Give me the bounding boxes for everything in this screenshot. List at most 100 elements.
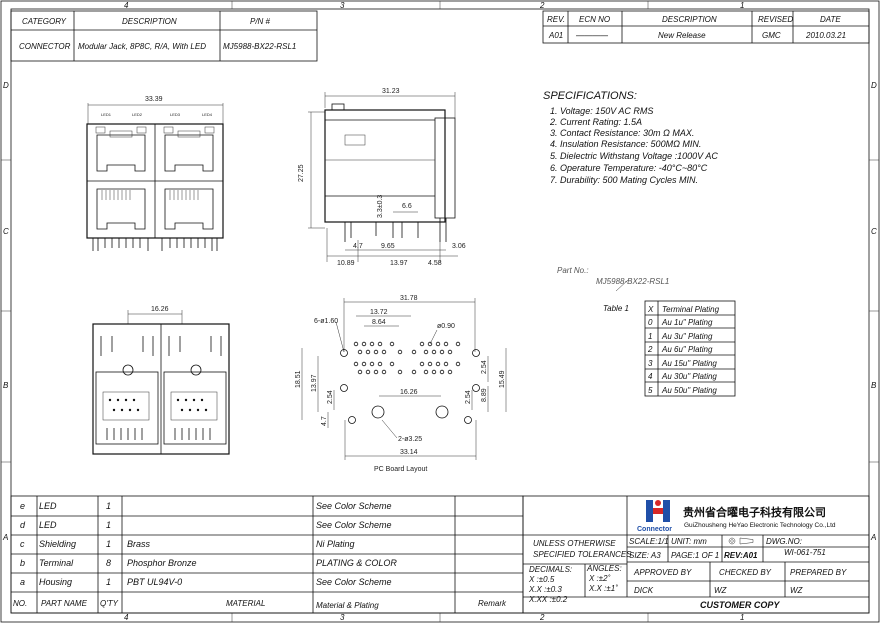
- pcb-width-dim: 31.78: [400, 295, 418, 302]
- bom-header-remark: Remark: [478, 599, 507, 608]
- zone-right-d: D: [871, 81, 877, 90]
- side-row1-dim: 3.06: [452, 243, 466, 250]
- bom-qty: 1: [106, 501, 111, 511]
- bom-material: Brass: [127, 539, 151, 549]
- bottom-width-dim: 16.26: [151, 306, 169, 313]
- angles-label: ANGLES:: [586, 564, 622, 573]
- bom-part: Housing: [39, 577, 72, 587]
- side-row2-dim: 4.58: [428, 260, 442, 267]
- bom-part: Shielding: [39, 539, 76, 549]
- bom-no: e: [20, 501, 25, 511]
- bom-part: LED: [39, 520, 57, 530]
- front-width-dim: 33.39: [145, 96, 163, 103]
- bom-plating: See Color Scheme: [316, 577, 392, 587]
- bom-part: Terminal: [39, 558, 74, 568]
- side-height-dim: 27.25: [298, 164, 305, 182]
- date-value: 2010.03.21: [805, 31, 846, 40]
- zone-top-4: 4: [124, 1, 129, 10]
- bom-header-part: PART NAME: [41, 599, 88, 608]
- zone-left-b: B: [3, 381, 9, 390]
- led-label: LED1: [101, 112, 112, 117]
- side-row2-dim: 13.97: [390, 260, 408, 267]
- unit: UNIT: mm: [671, 537, 707, 546]
- plating-code: 0: [648, 318, 653, 327]
- plating-code: 3: [648, 359, 653, 368]
- pn-header: P/N #: [250, 17, 271, 26]
- bom-qty: 8: [106, 558, 111, 568]
- checked-label: CHECKED BY: [719, 568, 772, 577]
- plating-value: Au 6u" Plating: [661, 345, 713, 354]
- zone-left-c: C: [3, 227, 9, 236]
- prepared-label: PREPARED BY: [790, 568, 847, 577]
- bom-no: d: [20, 520, 26, 530]
- spec-title: SPECIFICATIONS:: [543, 90, 637, 102]
- pcb-left-dim: 18.51: [295, 370, 302, 388]
- customer-copy: CUSTOMER COPY: [700, 600, 780, 610]
- part-no-value: MJ5988-BX22-RSL1: [596, 277, 669, 286]
- bom-plating: See Color Scheme: [316, 520, 392, 530]
- led-label: LED3: [170, 112, 181, 117]
- plating-value: Au 50u" Plating: [661, 386, 717, 395]
- description-header: DESCRIPTION: [122, 17, 177, 26]
- pcb-caption: PC Board Layout: [374, 466, 427, 473]
- pcb-1372-dim: 13.72: [370, 309, 388, 316]
- company-name-en: GuiZhousheng HeYao Electronic Technology…: [684, 522, 836, 529]
- header-table: CATEGORY DESCRIPTION P/N # CONNECTOR Mod…: [10, 10, 318, 62]
- plating-value: Au 3u" Plating: [661, 332, 713, 341]
- pcb-left-dim: 4.7: [321, 416, 328, 426]
- bom-qty: 1: [106, 577, 111, 587]
- bom-part: LED: [39, 501, 57, 511]
- spec-item: 6. Operature Temperature: -40°C~80°C: [550, 163, 708, 173]
- pcb-864-dim: 8.64: [372, 319, 386, 326]
- dwg-no-label: DWG.NO:: [766, 537, 802, 546]
- pcb-left-dim: 13.97: [311, 374, 318, 392]
- pcb-layout: 31.78 13.72 8.64 6-ø1.60 ø0.90 18.51 13.…: [295, 295, 507, 473]
- ang-x: X :±2˚: [588, 574, 611, 583]
- pcb-big-hole-dim: 2-ø3.25: [398, 436, 422, 443]
- pcb-right-dim: 2.54: [481, 360, 488, 374]
- prepared-by: WZ: [790, 586, 804, 595]
- revision-table: REV. ECN NO DESCRIPTION REVISED DATE A01…: [542, 10, 870, 44]
- rev: REV:A01: [724, 551, 758, 560]
- spec-item: 5. Dielectric Withstang Voltage :1000V A…: [550, 151, 718, 161]
- category-value: CONNECTOR: [19, 42, 71, 51]
- tol-xx: X.X :±0.3: [528, 585, 562, 594]
- front-view: 33.39 LED1 LED2 LED3 LED4: [86, 96, 224, 251]
- bom-material: PBT UL94V-0: [127, 577, 182, 587]
- zone-bottom-2: 2: [539, 613, 545, 622]
- plating-code: 4: [648, 372, 653, 381]
- specifications: SPECIFICATIONS: 1. Voltage: 150V AC RMS …: [543, 90, 718, 185]
- rev-value: A01: [548, 31, 563, 40]
- plating-table: Table 1 X Terminal Plating 0 Au 1u" Plat…: [603, 300, 736, 397]
- side-row1-dim: 9.65: [381, 243, 395, 250]
- logo-text: Connector: [637, 526, 672, 533]
- led-label: LED4: [202, 112, 213, 117]
- plating-code: 5: [648, 386, 653, 395]
- pcb-bottom-dim: 33.14: [400, 449, 418, 456]
- company-logo: Connector: [637, 500, 672, 533]
- zone-right-a: A: [870, 533, 876, 542]
- tol-xxx: X.XX :±0.2: [528, 595, 568, 604]
- ang-xx: X.X :±1˚: [588, 584, 618, 593]
- pcb-right-dim: 8.89: [481, 388, 488, 402]
- date-header: DATE: [820, 15, 841, 24]
- pcb-hole-dim: 6-ø1.60: [314, 318, 338, 325]
- approved-label: APPROVED BY: [633, 568, 692, 577]
- zone-top-1: 1: [740, 1, 744, 10]
- zone-bottom-4: 4: [124, 613, 129, 622]
- bom-no: c: [20, 539, 25, 549]
- spec-item: 3. Contact Resistance: 30m Ω MAX.: [550, 128, 694, 138]
- plating-table-title: Table 1: [603, 304, 629, 313]
- spec-item: 2. Current Rating: 1.5A: [549, 117, 642, 127]
- unless-otherwise: UNLESS OTHERWISE: [533, 539, 616, 548]
- description-value: Modular Jack, 8P8C, R/A, With LED: [78, 42, 206, 51]
- side-pin-dim: 3.3±0.3: [377, 195, 384, 218]
- revised-value: GMC: [762, 31, 781, 40]
- size: SIZE: A3: [629, 551, 661, 560]
- rev-description-value: New Release: [658, 31, 706, 40]
- ecn-header: ECN NO: [579, 15, 610, 24]
- side-view: 31.23 27.25 3.3±0.3 6.6 4.7 9.65 3.06 10…: [298, 88, 466, 267]
- pcb-small-hole-dim: ø0.90: [437, 323, 455, 330]
